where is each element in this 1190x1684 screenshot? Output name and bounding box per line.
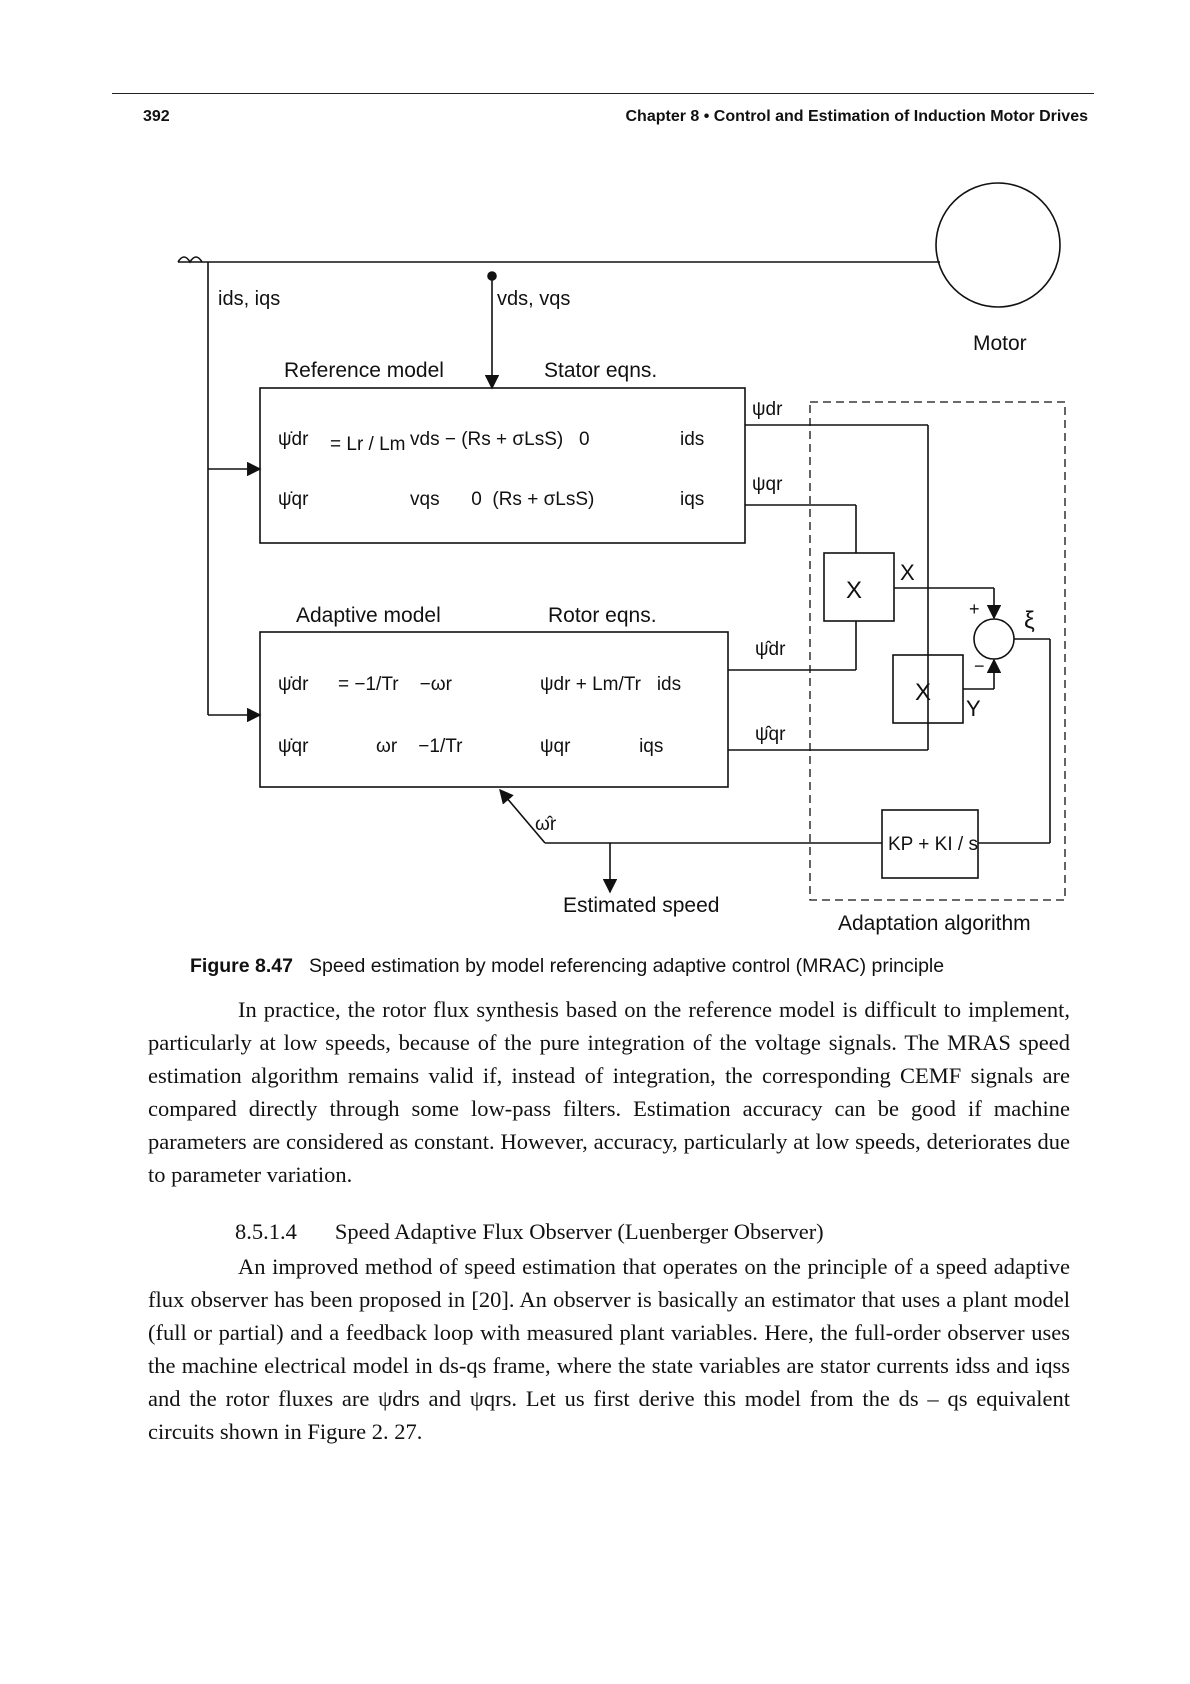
- multiplier-x-text: X: [846, 577, 862, 604]
- section-number: 8.5.1.4: [235, 1219, 297, 1244]
- reference-model-equation: ψ̇dr ψ̇qr = Lr / Lm vds − (Rs + σLsS) 0 …: [278, 399, 783, 510]
- svg-text:ψ̇dr: ψ̇dr: [278, 429, 309, 450]
- adaptation-algorithm-label: Adaptation algorithm: [838, 912, 1031, 935]
- estimated-speed-label: Estimated speed: [563, 894, 719, 917]
- svg-text:ωr −1/Tr: ωr −1/Tr: [376, 736, 463, 757]
- multiplier-x-box: [823, 552, 895, 622]
- page-number: 392: [143, 108, 170, 125]
- multiplier-y-text: X: [915, 679, 931, 706]
- multiplier-y-output-label: Y: [966, 696, 981, 721]
- svg-text:= −1/Tr −ωr: = −1/Tr −ωr: [338, 674, 453, 695]
- svg-text:vqs 0 (Rs + σLsS): vqs 0 (Rs + σLsS): [410, 489, 594, 510]
- svg-text:ψ̂qr: ψ̂qr: [755, 724, 786, 745]
- svg-text:ψqr iqs: ψqr iqs: [540, 736, 663, 757]
- svg-text:ψ̇qr: ψ̇qr: [278, 489, 309, 510]
- motor-circle: [935, 182, 1061, 308]
- rotor-eqns-label: Rotor eqns.: [548, 604, 657, 627]
- sum-plus-sign: +: [969, 599, 980, 619]
- current-sensor-icon: [177, 256, 203, 264]
- chapter-title: Chapter 8 • Control and Estimation of In…: [625, 108, 1088, 125]
- motor-label: Motor: [973, 332, 1027, 355]
- figure-number: Figure 8.47: [190, 955, 293, 977]
- svg-text:ψqr: ψqr: [752, 474, 783, 495]
- mrac-block-diagram: Motor ids, iqs vds, vqs Reference model …: [177, 182, 1066, 935]
- summing-junction: [973, 618, 1015, 660]
- svg-text:ψdr + Lm/Tr ids: ψdr + Lm/Tr ids: [540, 674, 681, 695]
- svg-text:ids: ids: [680, 429, 704, 450]
- error-label: ξ: [1024, 607, 1035, 634]
- svg-text:ψ̂dr: ψ̂dr: [755, 639, 786, 660]
- stator-currents-label: ids, iqs: [218, 288, 280, 310]
- svg-text:ψ̇qr: ψ̇qr: [278, 736, 309, 757]
- adaptive-model-equation: ψ̇dr ψ̇qr = −1/Tr −ωr ωr −1/Tr ψdr + Lm/…: [278, 639, 786, 835]
- adaptive-model-label: Adaptive model: [296, 604, 441, 627]
- adaptive-model-box: [259, 631, 729, 788]
- paragraph-2: An improved method of speed estimation t…: [148, 1254, 1070, 1444]
- reference-model-label: Reference model: [284, 359, 444, 382]
- svg-text:ψdr: ψdr: [752, 399, 783, 420]
- svg-text:iqs: iqs: [680, 489, 704, 510]
- reference-model-box: [259, 387, 746, 544]
- header-rule: [112, 93, 1094, 94]
- sum-minus-sign: −: [974, 656, 985, 676]
- svg-text:= Lr / Lm: = Lr / Lm: [330, 434, 406, 455]
- pi-controller-box: [881, 809, 979, 879]
- adaptation-algorithm-box: [809, 401, 1066, 901]
- svg-text:vds − (Rs + σLsS) 0: vds − (Rs + σLsS) 0: [410, 429, 590, 450]
- svg-text:ψ̇dr: ψ̇dr: [278, 674, 309, 695]
- multiplier-x-output-label: X: [900, 560, 915, 585]
- stator-eqns-label: Stator eqns.: [544, 359, 657, 382]
- figure-caption-text: Speed estimation by model referencing ad…: [308, 955, 945, 977]
- svg-text:ω̂r: ω̂r: [535, 814, 557, 835]
- pi-controller-label: KP + KI / s: [888, 834, 978, 855]
- section-title: Speed Adaptive Flux Observer (Luenberger…: [334, 1219, 824, 1244]
- paragraph-1: In practice, the rotor flux synthesis ba…: [148, 997, 1070, 1187]
- figure-caption: Figure 8.47 Speed estimation by model ref…: [190, 955, 944, 978]
- section-heading: 8.5.1.4 Speed Adaptive Flux Observer (Lue…: [235, 1219, 824, 1245]
- stator-voltages-label: vds, vqs: [497, 288, 570, 310]
